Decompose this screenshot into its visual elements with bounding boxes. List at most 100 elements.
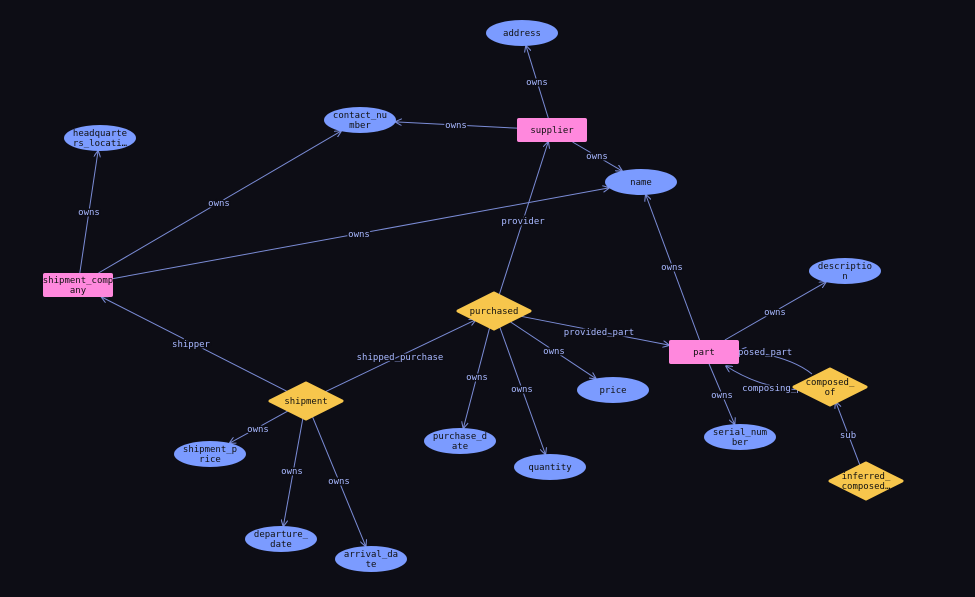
- node-headquarters-location[interactable]: headquarters_locati…: [64, 125, 136, 151]
- attribute-shape: [174, 441, 246, 467]
- attribute-shape: [64, 125, 136, 151]
- node-label: name: [630, 178, 652, 188]
- edge-label: owns: [208, 199, 230, 209]
- edge-14: [740, 350, 813, 375]
- node-label: descriptio: [818, 262, 872, 272]
- node-label: purchase_d: [433, 432, 487, 442]
- node-inferred-composed[interactable]: inferred_composed…: [828, 461, 904, 501]
- entity-shape: [669, 340, 739, 364]
- node-label: headquarte: [73, 129, 127, 139]
- node-label: shipment: [284, 397, 327, 407]
- node-label: purchased: [470, 307, 519, 317]
- edge-3: [79, 151, 98, 274]
- edge-18: [324, 320, 475, 393]
- node-label: shipment_comp: [43, 276, 113, 286]
- relation-shape: [792, 367, 868, 407]
- node-label: te: [366, 560, 377, 570]
- edge-2: [572, 141, 623, 171]
- edge-label: owns: [526, 78, 548, 88]
- edge-label: shipper: [172, 340, 211, 350]
- attribute-shape: [809, 258, 881, 284]
- edge-label: owns: [586, 152, 608, 162]
- edge-label: shipped_purchase: [357, 353, 444, 363]
- node-departure-date[interactable]: departure_date: [245, 526, 317, 552]
- edge-label: owns: [78, 208, 100, 218]
- node-label: supplier: [530, 126, 574, 136]
- node-label: shipment_p: [183, 445, 237, 455]
- node-label: inferred_: [842, 472, 891, 482]
- relation-shape: [456, 291, 532, 331]
- node-quantity[interactable]: quantity: [514, 454, 586, 480]
- edge-label: sub: [840, 431, 856, 441]
- edge-8: [509, 320, 595, 378]
- edge-label: owns: [445, 121, 467, 131]
- node-label: arrival_da: [344, 550, 398, 560]
- attribute-shape: [605, 169, 677, 195]
- edge-label: owns: [328, 477, 350, 487]
- attribute-shape: [704, 424, 776, 450]
- edge-19: [230, 410, 290, 443]
- node-label: rs_locati…: [73, 139, 128, 149]
- node-composed-of[interactable]: composed_of: [792, 367, 868, 407]
- edge-label: owns: [247, 425, 269, 435]
- attribute-shape: [577, 377, 649, 403]
- node-label: departure_: [254, 530, 309, 540]
- node-label: address: [503, 29, 541, 39]
- node-label: contact_nu: [333, 111, 387, 121]
- node-arrival-date[interactable]: arrival_date: [335, 546, 407, 572]
- node-purchase-date[interactable]: purchase_date: [424, 428, 496, 454]
- edge-9: [463, 326, 491, 428]
- edge-label: provided_part: [564, 328, 634, 338]
- node-label: mber: [349, 121, 371, 131]
- node-label: date: [270, 540, 292, 550]
- node-label: composed…: [842, 482, 891, 492]
- edge-12: [724, 282, 826, 341]
- node-shipment[interactable]: shipment: [268, 381, 344, 421]
- edge-21: [311, 415, 366, 546]
- entity-shape: [43, 273, 113, 297]
- node-label: composed_: [806, 378, 855, 388]
- node-label: any: [70, 286, 87, 296]
- edge-5: [112, 188, 609, 280]
- node-purchased[interactable]: purchased: [456, 291, 532, 331]
- edge-label: owns: [511, 385, 533, 395]
- node-label: part: [693, 348, 715, 358]
- edge-6: [498, 142, 548, 296]
- node-price[interactable]: price: [577, 377, 649, 403]
- node-label: price: [599, 386, 626, 396]
- node-label: ber: [732, 438, 749, 448]
- node-label: quantity: [528, 463, 572, 473]
- edge-label: owns: [764, 308, 786, 318]
- node-layer: suppliershipment_companypartpurchasedshi…: [43, 20, 904, 572]
- node-supplier[interactable]: supplier: [517, 118, 587, 142]
- attribute-shape: [486, 20, 558, 46]
- node-shipment-price[interactable]: shipment_price: [174, 441, 246, 467]
- attribute-shape: [324, 107, 396, 133]
- edge-layer: [79, 46, 861, 546]
- edge-label-layer: owns owns owns owns owns owns provider provided…: [77, 77, 858, 489]
- edge-label: owns: [348, 230, 370, 240]
- edge-15: [726, 366, 801, 391]
- edge-13: [708, 363, 734, 424]
- node-name[interactable]: name: [605, 169, 677, 195]
- entity-shape: [517, 118, 587, 142]
- attribute-shape: [245, 526, 317, 552]
- edge-1: [396, 122, 518, 129]
- node-part[interactable]: part: [669, 340, 739, 364]
- edge-10: [499, 326, 545, 454]
- edge-label: provider: [501, 217, 545, 227]
- attribute-shape: [424, 428, 496, 454]
- node-label: of: [825, 388, 836, 398]
- edge-16: [836, 402, 861, 467]
- edge-4: [98, 131, 342, 274]
- relation-shape: [828, 461, 904, 501]
- node-label: serial_num: [713, 428, 767, 438]
- relation-shape: [268, 381, 344, 421]
- node-address[interactable]: address: [486, 20, 558, 46]
- attribute-shape: [335, 546, 407, 572]
